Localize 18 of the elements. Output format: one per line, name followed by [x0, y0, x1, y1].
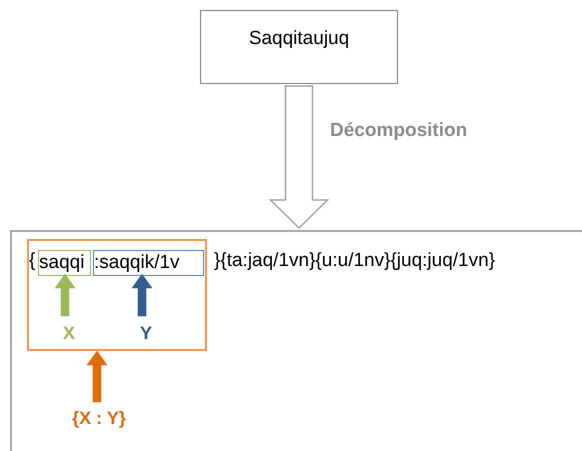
brace-text: {: [29, 249, 36, 273]
word-box: [200, 10, 398, 84]
morpheme-text: saqqi: [39, 252, 84, 274]
panel: [10, 230, 582, 451]
highlight-frame: [93, 250, 204, 276]
highlight-frame: [38, 250, 91, 276]
variable-text: X: [62, 322, 75, 344]
arrow: [268, 85, 330, 230]
arrow: [86, 350, 108, 402]
edge-label: Décomposition: [330, 120, 468, 142]
morpheme-text: }{ta:jaq/1vn}{u:u/1nv}{juq:juq/1vn}: [214, 249, 496, 273]
morpheme-text: :saqqik/1v: [94, 252, 180, 274]
arrow: [132, 274, 152, 316]
arrow: [54, 274, 76, 316]
word-text: Saqqitaujuq: [248, 28, 350, 49]
variable-text: {X : Y}: [72, 408, 126, 428]
highlight-frame: [27, 239, 207, 351]
variable-text: Y: [140, 322, 152, 344]
